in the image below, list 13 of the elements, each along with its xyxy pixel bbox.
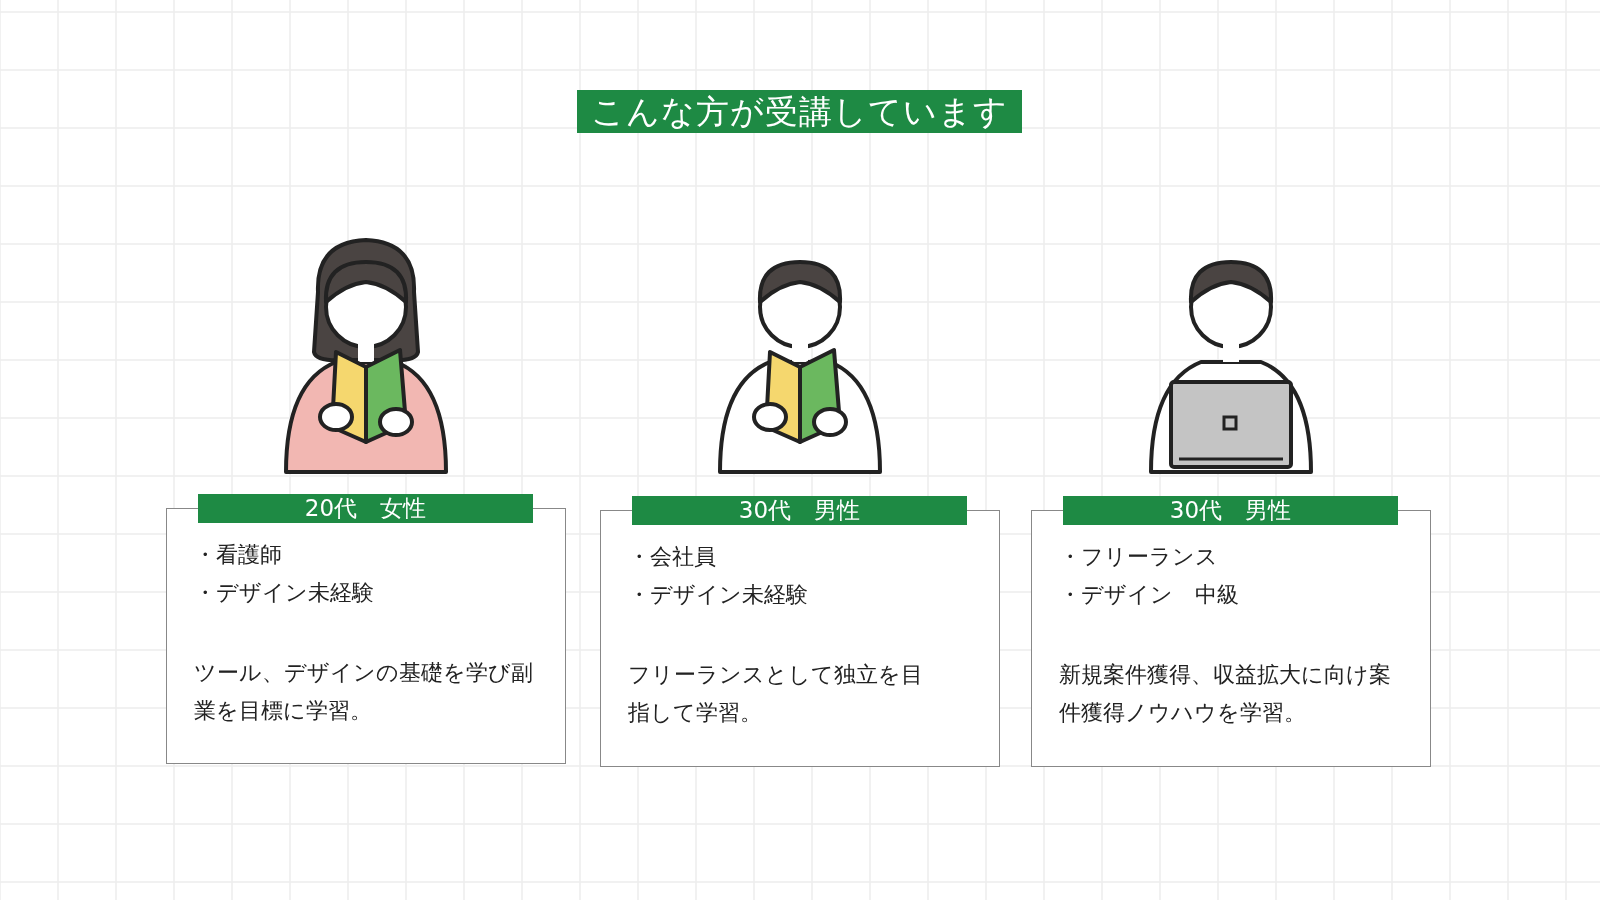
description-text: フリーランスとして独立を目指して学習。 [628,661,924,727]
title-banner: こんな方が受講しています [577,90,1022,133]
bullet-item: ・フリーランス [1059,543,1218,571]
heading-band: 30代 男性 [632,496,967,525]
bullet-item: ・会社員 [628,543,716,571]
bullet-item: ・看護師 [194,541,282,569]
heading-band: 20代 女性 [198,494,533,523]
description-text: 新規案件獲得、収益拡大に向け案件獲得ノウハウを学習。 [1059,661,1392,727]
bullet-item: ・デザイン未経験 [628,581,808,609]
heading-band: 30代 男性 [1063,496,1398,525]
bullet-item: ・デザイン 中級 [1059,581,1239,609]
description-text: ツール、デザインの基礎を学び副業を目標に学習。 [194,659,534,725]
bullet-item: ・デザイン未経験 [194,579,374,607]
